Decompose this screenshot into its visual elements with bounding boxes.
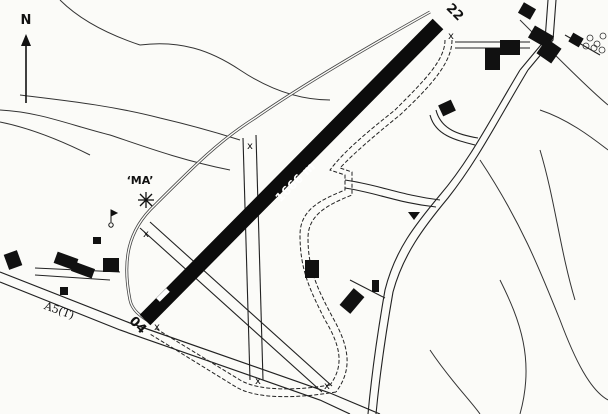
runway-end-22-label: 22 — [443, 1, 466, 24]
taxiway-marker: x — [448, 31, 454, 42]
perimeter-track — [125, 10, 431, 324]
local-roads — [34, 0, 601, 414]
taxiway-markers: x x x x x x — [143, 31, 454, 392]
taxiway-marker: x — [247, 141, 253, 152]
secondary-runways — [139, 134, 333, 393]
road-label: A5(T) — [42, 299, 76, 322]
taxiway-marker: x — [143, 229, 149, 240]
landmark-label: ‘MA’ — [127, 174, 154, 187]
main-road — [0, 271, 381, 414]
main-runway — [139, 18, 444, 326]
taxiway-marker: x — [154, 322, 160, 333]
buildings — [3, 2, 584, 314]
shrub-cluster — [582, 32, 607, 54]
taxiway-marker: x — [255, 376, 261, 387]
star-burst-icon — [138, 192, 154, 208]
north-arrow-icon — [21, 34, 31, 103]
perimeter-track-inner — [126, 11, 431, 323]
north-label: N — [21, 13, 32, 28]
taxiway-dashed — [149, 39, 453, 398]
taxiway-marker: x — [324, 381, 330, 392]
flag-icon — [108, 209, 119, 228]
